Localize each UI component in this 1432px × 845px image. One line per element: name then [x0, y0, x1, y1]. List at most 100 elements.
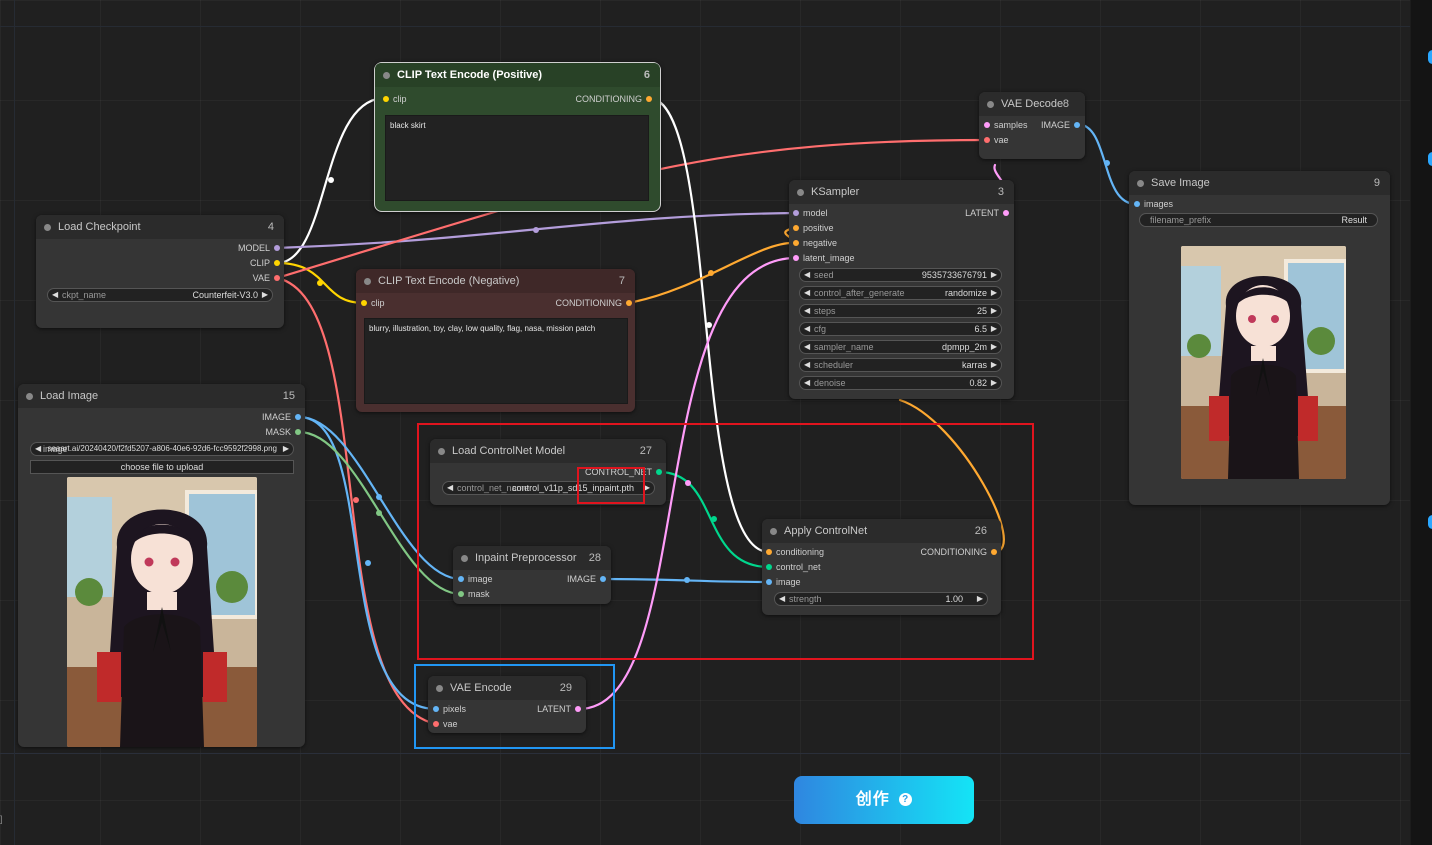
input-model[interactable]: model [793, 206, 828, 220]
arrow-right-icon[interactable]: ▶ [283, 443, 289, 455]
input-port-icon[interactable] [1134, 201, 1140, 207]
arrow-left-icon[interactable]: ◀ [804, 287, 810, 299]
arrow-right-icon[interactable]: ▶ [991, 269, 997, 281]
arrow-left-icon[interactable]: ◀ [804, 323, 810, 335]
arrow-right-icon[interactable]: ▶ [991, 305, 997, 317]
output-conditioning[interactable]: CONDITIONING [556, 296, 633, 310]
steps-widget[interactable]: ◀ steps 25 ▶ [799, 304, 1002, 318]
arrow-right-icon[interactable]: ▶ [991, 359, 997, 371]
ckpt-name-combo[interactable]: ◀ ckpt_name Counterfeit-V3.0 ▶ [47, 288, 273, 302]
input-images[interactable]: images [1134, 197, 1173, 211]
highlight-box-vae-encode [414, 664, 615, 749]
node-clip-text-encode-positive[interactable]: CLIP Text Encode (Positive) 6 clip CONDI… [374, 62, 661, 212]
node-load-image[interactable]: Load Image 15 IMAGE MASK ◀ image seaart.… [18, 384, 305, 747]
cfg-widget[interactable]: ◀ cfg 6.5 ▶ [799, 322, 1002, 336]
collapse-dot-icon[interactable] [797, 189, 804, 196]
node-title[interactable]: VAE Decode 8 [979, 92, 1085, 116]
prompt-textarea[interactable]: black skirt [385, 115, 649, 201]
output-port-icon[interactable] [295, 429, 301, 435]
collapse-dot-icon[interactable] [1137, 180, 1144, 187]
output-port-icon[interactable] [1003, 210, 1009, 216]
collapse-dot-icon[interactable] [987, 101, 994, 108]
input-latent-image[interactable]: latent_image [793, 251, 855, 265]
node-title[interactable]: Load Checkpoint 4 [36, 215, 284, 239]
input-vae[interactable]: vae [984, 133, 1009, 147]
input-port-icon[interactable] [361, 300, 367, 306]
node-clip-text-encode-negative[interactable]: CLIP Text Encode (Negative) 7 clip CONDI… [356, 269, 635, 412]
output-latent[interactable]: LATENT [965, 206, 1009, 220]
collapse-dot-icon[interactable] [383, 72, 390, 79]
output-port-icon[interactable] [274, 260, 280, 266]
input-positive[interactable]: positive [793, 221, 834, 235]
input-samples[interactable]: samples [984, 118, 1028, 132]
arrow-left-icon[interactable]: ◀ [804, 341, 810, 353]
node-vae-decode[interactable]: VAE Decode 8 samples vae IMAGE [979, 92, 1085, 159]
output-port-icon[interactable] [295, 414, 301, 420]
input-port-icon[interactable] [383, 96, 389, 102]
image-filename-combo[interactable]: ◀ image seaart.ai/20240420/f2fd5207-a806… [30, 442, 294, 456]
help-icon[interactable]: ? [899, 793, 912, 806]
input-port-icon[interactable] [793, 225, 799, 231]
input-port-icon[interactable] [984, 122, 990, 128]
output-port-icon[interactable] [274, 245, 280, 251]
input-negative[interactable]: negative [793, 236, 837, 250]
scheduler-widget[interactable]: ◀ scheduler karras ▶ [799, 358, 1002, 372]
choose-file-button[interactable]: choose file to upload [30, 460, 294, 474]
side-indicator-icon[interactable] [1428, 50, 1432, 64]
arrow-left-icon[interactable]: ◀ [35, 443, 41, 455]
sampler-name-widget[interactable]: ◀ sampler_name dpmpp_2m ▶ [799, 340, 1002, 354]
output-image[interactable]: IMAGE [262, 410, 301, 424]
output-port-icon[interactable] [626, 300, 632, 306]
output-port-icon[interactable] [1074, 122, 1080, 128]
node-save-image[interactable]: Save Image 9 images filename_prefix Resu… [1129, 171, 1390, 505]
output-image-preview [1181, 246, 1346, 479]
input-port-icon[interactable] [793, 240, 799, 246]
node-ksampler[interactable]: KSampler 3 model positive negative laten… [789, 180, 1014, 399]
arrow-right-icon[interactable]: ▶ [991, 341, 997, 353]
control-after-generate-widget[interactable]: ◀ control_after_generate randomize ▶ [799, 286, 1002, 300]
arrow-right-icon[interactable]: ▶ [262, 289, 268, 301]
seed-widget[interactable]: ◀ seed 9535733676791 ▶ [799, 268, 1002, 282]
arrow-right-icon[interactable]: ▶ [991, 323, 997, 335]
node-title[interactable]: Save Image 9 [1129, 171, 1390, 195]
input-clip[interactable]: clip [361, 296, 385, 310]
prompt-textarea[interactable]: blurry, illustration, toy, clay, low qua… [364, 318, 628, 404]
collapse-dot-icon[interactable] [26, 393, 33, 400]
output-vae[interactable]: VAE [253, 271, 280, 285]
arrow-left-icon[interactable]: ◀ [804, 305, 810, 317]
create-button[interactable]: 创作 ? [794, 776, 974, 824]
input-clip[interactable]: clip [383, 92, 407, 106]
node-title[interactable]: KSampler 3 [789, 180, 1014, 204]
arrow-left-icon[interactable]: ◀ [52, 289, 58, 301]
node-title[interactable]: CLIP Text Encode (Positive) 6 [375, 63, 660, 87]
arrow-right-icon[interactable]: ▶ [991, 287, 997, 299]
collapse-dot-icon[interactable] [364, 278, 371, 285]
output-mask[interactable]: MASK [265, 425, 301, 439]
arrow-left-icon[interactable]: ◀ [804, 359, 810, 371]
input-port-icon[interactable] [984, 137, 990, 143]
filename-prefix-field[interactable]: filename_prefix Result [1139, 213, 1378, 227]
output-image[interactable]: IMAGE [1041, 118, 1080, 132]
node-title[interactable]: Load Image 15 [18, 384, 305, 408]
collapse-dot-icon[interactable] [44, 224, 51, 231]
node-title[interactable]: CLIP Text Encode (Negative) 7 [356, 269, 635, 293]
input-port-icon[interactable] [793, 210, 799, 216]
output-conditioning[interactable]: CONDITIONING [576, 92, 653, 106]
output-clip[interactable]: CLIP [250, 256, 280, 270]
arrow-left-icon[interactable]: ◀ [804, 377, 810, 389]
output-port-icon[interactable] [274, 275, 280, 281]
input-port-icon[interactable] [793, 255, 799, 261]
output-model[interactable]: MODEL [238, 241, 280, 255]
denoise-widget[interactable]: ◀ denoise 0.82 ▶ [799, 376, 1002, 390]
side-indicator-icon[interactable] [1428, 152, 1432, 166]
input-image-preview [67, 477, 257, 747]
right-side-panel [1410, 0, 1432, 845]
side-indicator-icon[interactable] [1428, 515, 1432, 529]
corner-bracket: ] [0, 814, 3, 824]
highlight-box-inpaint-model [577, 467, 645, 504]
girl-portrait-icon [1181, 246, 1346, 479]
output-port-icon[interactable] [646, 96, 652, 102]
arrow-left-icon[interactable]: ◀ [804, 269, 810, 281]
arrow-right-icon[interactable]: ▶ [991, 377, 997, 389]
node-load-checkpoint[interactable]: Load Checkpoint 4 MODEL CLIP VAE ◀ ckpt_… [36, 215, 284, 328]
